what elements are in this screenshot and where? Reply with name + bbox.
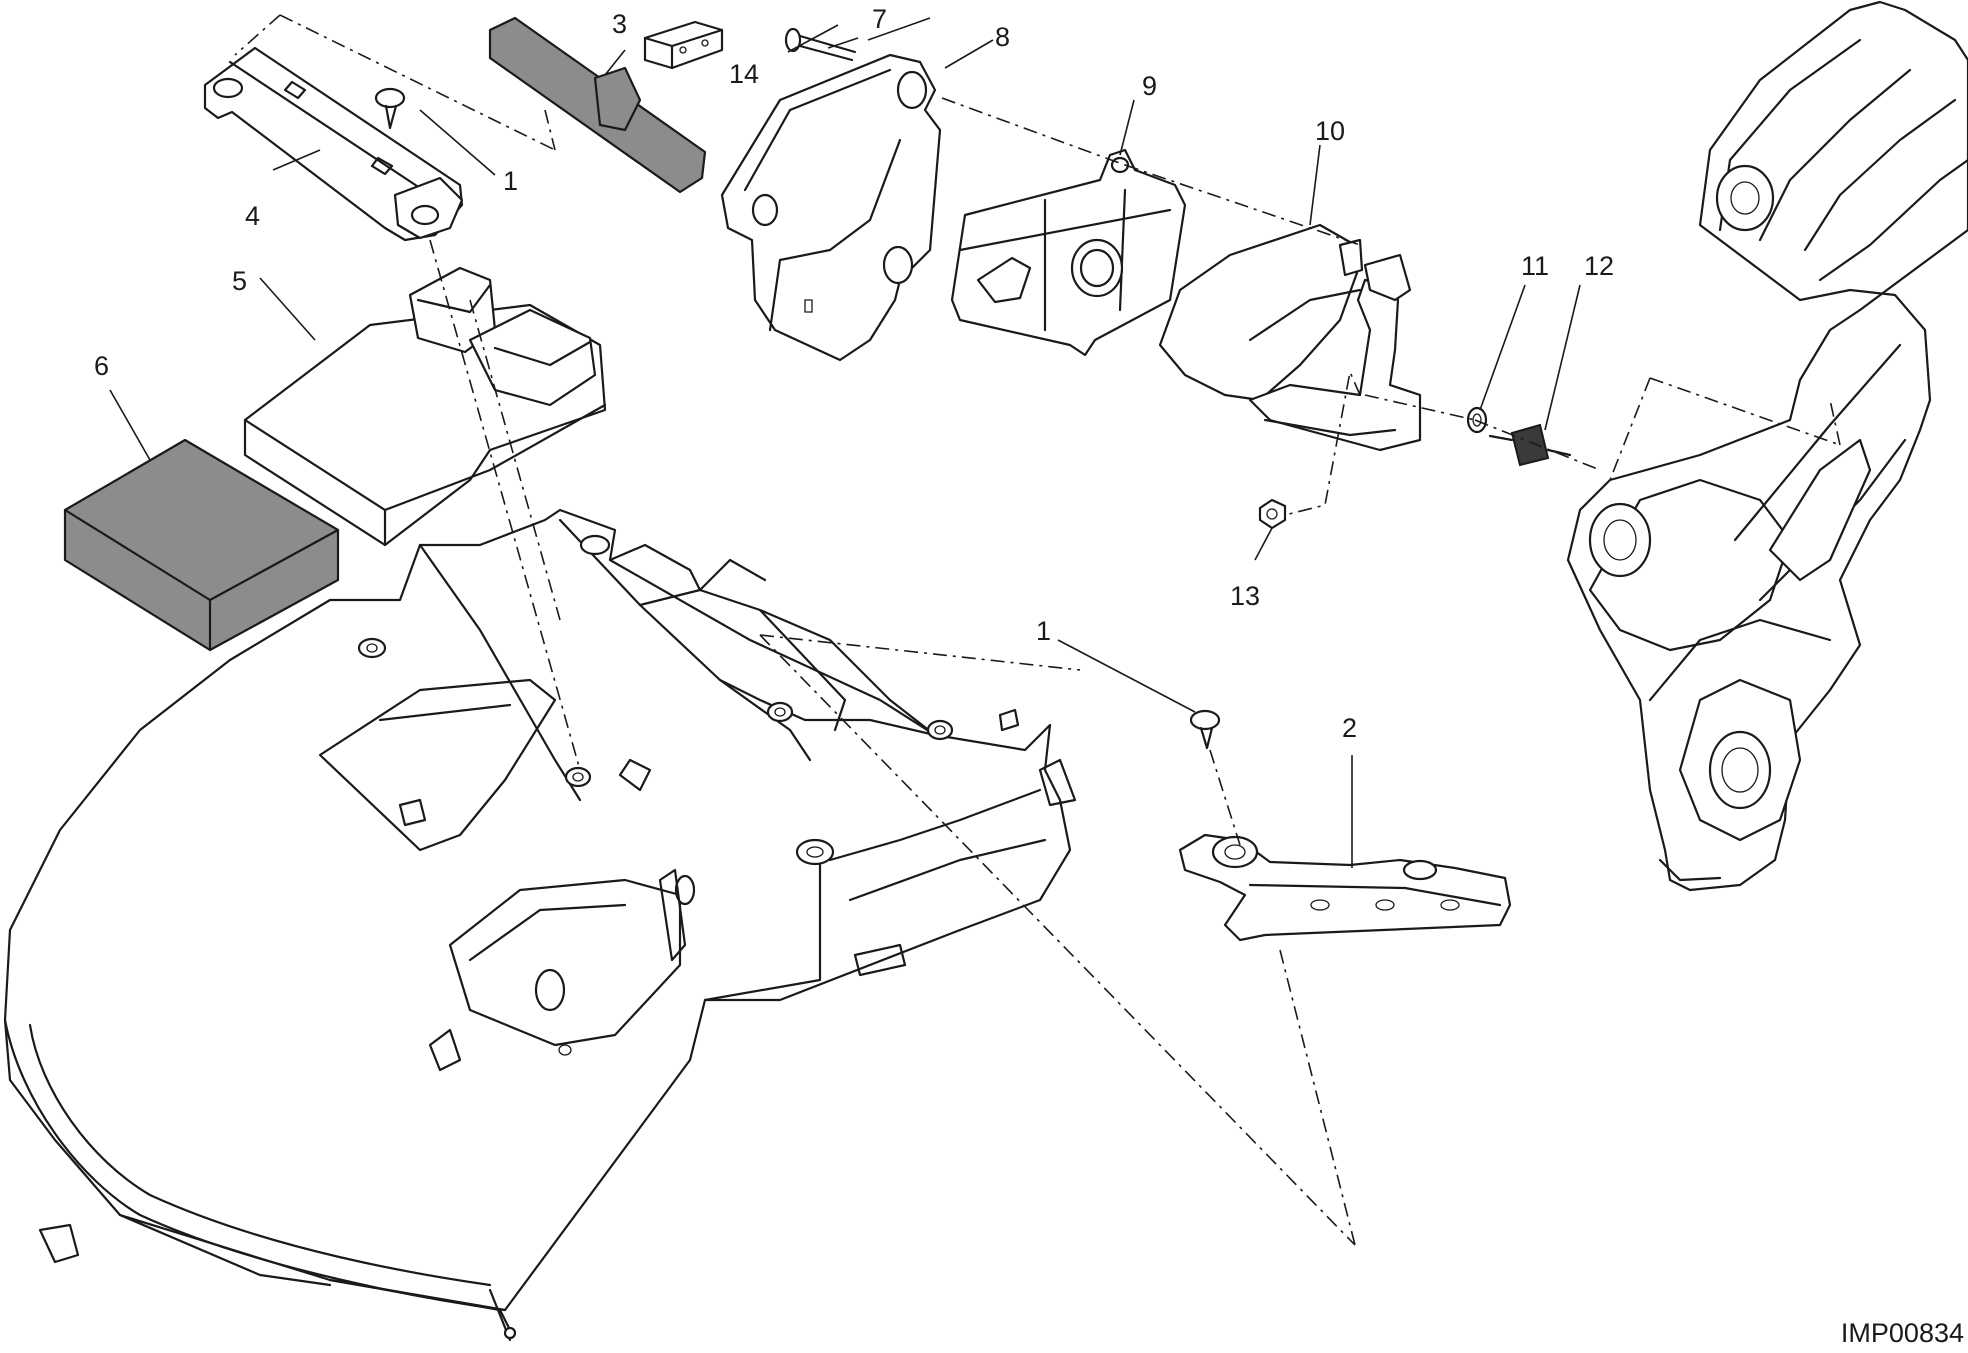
callout-8: 8 — [995, 22, 1010, 52]
rear-subframe — [1566, 0, 1968, 892]
callout-10: 10 — [1315, 116, 1345, 146]
part-9-ecu-module — [950, 148, 1187, 357]
callout-6: 6 — [94, 351, 109, 381]
part-4-bracket — [203, 46, 464, 242]
part-14-clip — [643, 20, 724, 70]
part-7-screw — [784, 27, 857, 62]
seat-tray — [3, 508, 1077, 1342]
callout-11: 11 — [1521, 251, 1549, 281]
callout-13: 13 — [1230, 581, 1260, 611]
callout-3: 3 — [612, 9, 627, 39]
part-13-nut — [1258, 498, 1287, 530]
part-12-spacer — [1488, 423, 1572, 467]
callout-1-bottom: 1 — [1036, 616, 1051, 646]
part-6-pad — [63, 438, 340, 652]
part-1-screw-top — [374, 87, 406, 130]
part-5-control-unit — [243, 266, 607, 547]
callout-1-top: 1 — [503, 166, 518, 196]
callout-7: 7 — [872, 4, 887, 34]
part-2-heat-shield — [1178, 833, 1512, 942]
drawing-reference: IMP00834 — [1841, 1318, 1964, 1348]
callout-5: 5 — [232, 266, 247, 296]
callout-14: 14 — [729, 59, 759, 89]
part-8-housing — [720, 53, 942, 362]
part-10-cover-bracket — [1158, 223, 1422, 452]
part-11-washer — [1466, 406, 1488, 434]
callout-4: 4 — [245, 201, 260, 231]
leader-lines — [109, 17, 1581, 868]
callout-2: 2 — [1342, 713, 1357, 743]
callout-12: 12 — [1584, 251, 1614, 281]
part-1-screw-bottom — [1189, 709, 1221, 750]
callout-labels: 1 3 14 7 8 9 10 11 12 13 4 5 6 1 2 — [94, 4, 1614, 743]
assembly-centerlines — [234, 14, 1841, 1246]
part-3-rubber-pad — [488, 16, 707, 194]
callout-9: 9 — [1142, 71, 1157, 101]
